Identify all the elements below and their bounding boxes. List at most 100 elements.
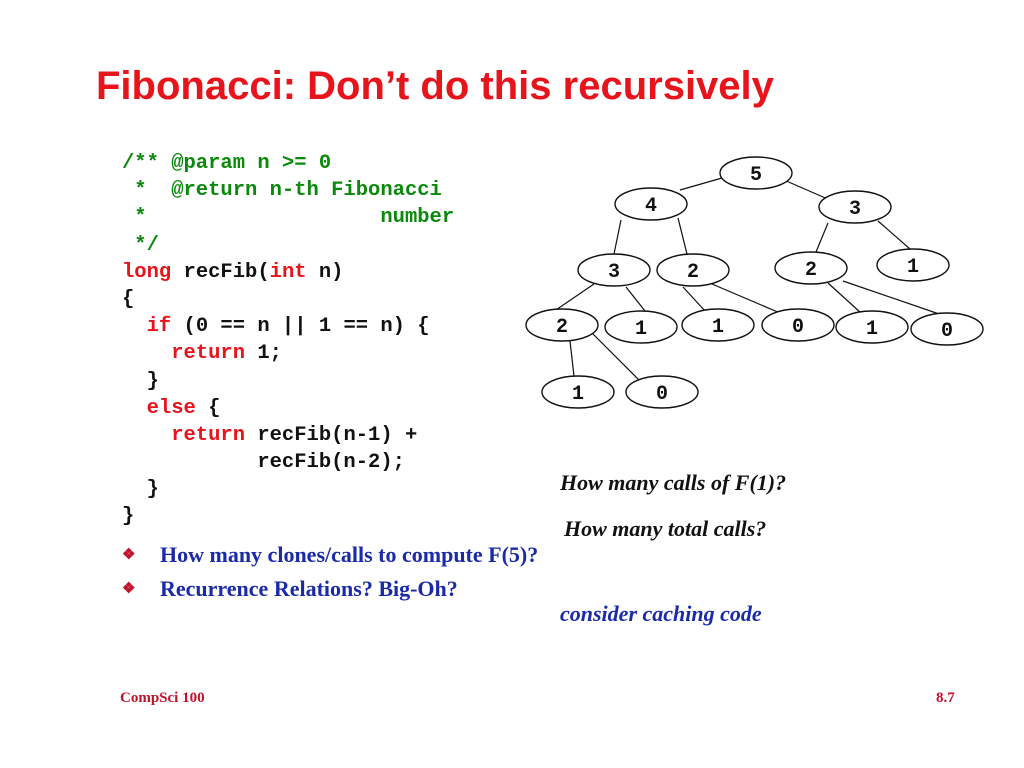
tree-node: 3 <box>818 190 892 224</box>
code-text: n) <box>306 260 344 284</box>
code-keyword: else <box>146 396 196 420</box>
tree-node-label: 1 <box>635 318 647 341</box>
tree-node: 1 <box>604 310 678 344</box>
code-line: * @return n-th Fibonacci <box>122 177 454 204</box>
tree-node-oval <box>910 312 984 346</box>
question-calls-f1: How many calls of F(1)? <box>560 470 787 495</box>
tree-node: 2 <box>656 253 730 287</box>
tree-node-oval <box>525 308 599 342</box>
tree-node: 3 <box>577 253 651 287</box>
tree-edge <box>815 222 829 253</box>
tree-node-label: 1 <box>866 318 878 341</box>
tree-node-oval <box>681 308 755 342</box>
code-line: * number <box>122 204 454 231</box>
code-line: return 1; <box>122 340 454 367</box>
tree-edge <box>569 340 575 377</box>
tree-node: 4 <box>614 187 688 221</box>
tree-edge <box>783 179 831 201</box>
bullet-item: ❖ Recurrence Relations? Big-Oh? <box>120 576 540 602</box>
diamond-bullet-icon: ❖ <box>122 547 136 563</box>
caching-note: consider caching code <box>560 601 762 626</box>
code-line: { <box>122 286 454 313</box>
tree-node-oval <box>577 253 651 287</box>
code-text: } <box>122 369 159 393</box>
tree-node-label: 4 <box>645 195 657 218</box>
code-comment: * number <box>122 206 455 230</box>
code-comment: */ <box>122 233 159 257</box>
code-text: recFib( <box>171 260 270 284</box>
code-line: else { <box>122 395 454 422</box>
bullet-text: Recurrence Relations? Big-Oh? <box>160 576 458 601</box>
tree-node: 1 <box>541 375 615 409</box>
tree-node-label: 0 <box>792 316 804 339</box>
code-keyword: return <box>171 423 246 447</box>
tree-node-oval <box>774 251 848 285</box>
code-line: long recFib(int n) <box>122 259 454 286</box>
code-line: } <box>122 503 454 530</box>
bullet-text: How many clones/calls to compute F(5)? <box>160 542 539 567</box>
code-text: (0 == n || 1 == n) { <box>171 315 430 339</box>
tree-node-label: 2 <box>687 261 699 284</box>
tree-node: 1 <box>835 310 909 344</box>
tree-edge <box>677 217 688 255</box>
code-keyword: int <box>269 260 307 284</box>
bullet-list: ❖ How many clones/calls to compute F(5)?… <box>120 542 540 610</box>
code-line: } <box>122 368 454 395</box>
tree-node: 2 <box>525 308 599 342</box>
tree-edge <box>682 286 707 313</box>
code-text: } <box>122 478 159 502</box>
tree-node-oval <box>656 253 730 287</box>
tree-node-oval <box>719 156 793 190</box>
slide-title: Fibonacci: Don’t do this recursively <box>96 64 774 108</box>
tree-edge <box>827 282 862 314</box>
code-line: } <box>122 476 454 503</box>
tree-node-oval <box>604 310 678 344</box>
tree-edge <box>591 332 641 382</box>
code-comment: * @return n-th Fibonacci <box>122 179 442 203</box>
tree-node: 0 <box>625 375 699 409</box>
tree-node-label: 5 <box>750 164 762 187</box>
tree-node-oval <box>761 308 835 342</box>
tree-edge <box>613 219 622 255</box>
tree-node-label: 3 <box>849 198 861 221</box>
code-line: /** @param n >= 0 <box>122 150 454 177</box>
tree-node-oval <box>818 190 892 224</box>
code-text: } <box>122 505 135 529</box>
code-keyword: return <box>171 342 246 366</box>
tree-node-label: 3 <box>608 261 620 284</box>
tree-node-label: 1 <box>907 256 919 279</box>
diamond-bullet-icon: ❖ <box>122 581 136 597</box>
code-text: { <box>195 396 221 420</box>
tree-node-label: 0 <box>656 383 668 406</box>
tree-edge <box>842 280 943 316</box>
code-line: */ <box>122 232 454 259</box>
code-text: { <box>122 287 135 311</box>
tree-edge <box>625 286 646 312</box>
tree-node: 2 <box>774 251 848 285</box>
question-total-calls: How many total calls? <box>564 516 767 541</box>
code-text: recFib(n-1) + <box>245 423 418 447</box>
tree-node-oval <box>625 375 699 409</box>
tree-node-label: 1 <box>572 383 584 406</box>
code-line: return recFib(n-1) + <box>122 422 454 449</box>
tree-node-oval <box>614 187 688 221</box>
code-keyword: if <box>146 315 172 339</box>
code-keyword: long <box>122 260 172 284</box>
tree-node: 1 <box>681 308 755 342</box>
code-line: if (0 == n || 1 == n) { <box>122 313 454 340</box>
code-comment: /** @param n >= 0 <box>122 152 332 175</box>
tree-node-label: 1 <box>712 316 724 339</box>
tree-node-label: 0 <box>941 320 953 343</box>
code-block: /** @param n >= 0 * @return n-th Fibonac… <box>122 150 454 531</box>
tree-node-oval <box>876 248 950 282</box>
code-line: recFib(n-2); <box>122 449 454 476</box>
tree-edge <box>679 175 730 191</box>
bullet-item: ❖ How many clones/calls to compute F(5)? <box>120 542 540 568</box>
footer-page-number: 8.7 <box>936 690 955 706</box>
tree-node: 5 <box>719 156 793 190</box>
footer-course: CompSci 100 <box>120 690 205 706</box>
tree-edge <box>711 283 781 314</box>
tree-node: 0 <box>761 308 835 342</box>
code-text: 1; <box>245 342 282 366</box>
code-text: recFib(n-2); <box>122 451 405 475</box>
